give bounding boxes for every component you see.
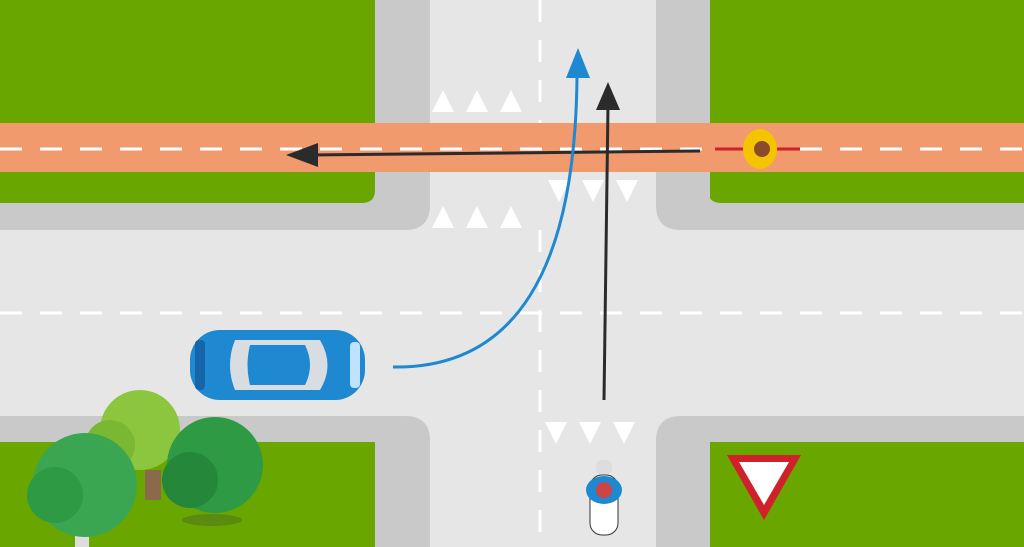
motorcycle-icon — [586, 460, 622, 536]
road-fillets — [405, 205, 681, 441]
cyclist-icon — [715, 129, 800, 169]
bike-path — [0, 123, 1024, 172]
cyclist-arrow — [286, 143, 701, 167]
trees — [27, 390, 263, 547]
yield-sign-icon — [727, 455, 801, 520]
car-turn-arrow — [392, 48, 590, 369]
curb-corners — [375, 172, 710, 547]
car-icon — [190, 330, 365, 400]
shark-teeth — [432, 90, 638, 444]
straight-arrow — [596, 82, 620, 401]
